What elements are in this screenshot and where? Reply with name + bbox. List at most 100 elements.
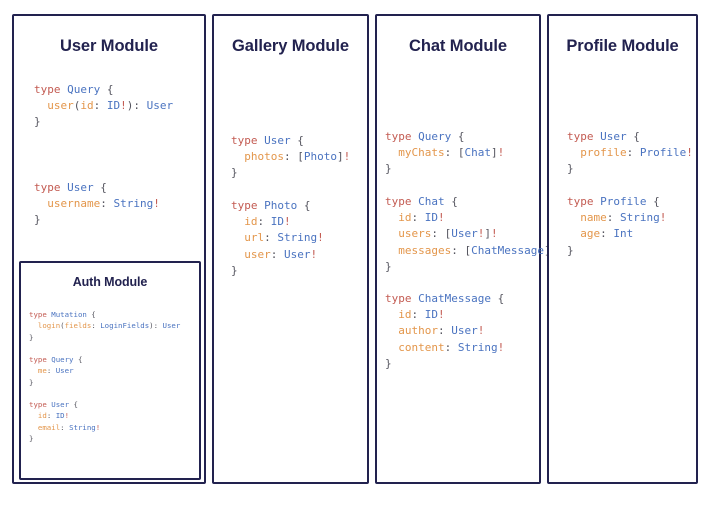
code-token: user	[47, 99, 74, 113]
code-token: User	[67, 181, 94, 194]
code-token	[385, 227, 398, 240]
code-token: :	[444, 340, 458, 354]
code-token: {	[297, 199, 311, 212]
code-token	[29, 321, 38, 330]
code-token: :	[46, 366, 56, 376]
code-token: User	[51, 400, 70, 409]
code-token: myChats	[398, 146, 445, 160]
code-token: ChatMessage	[471, 243, 544, 257]
module-card-profile[interactable]: Profile Module type User { profile: Prof…	[547, 14, 698, 484]
code-line: login(fields: LoginFields): User	[29, 320, 180, 331]
code-token: {	[73, 355, 83, 364]
code-token: {	[86, 310, 96, 319]
module-card-auth[interactable]: Auth Module type Mutation { login(fields…	[19, 261, 201, 480]
module-card-chat[interactable]: Chat Module type Query { myChats: [Chat]…	[375, 14, 557, 484]
code-token: messages	[398, 243, 452, 257]
code-token: :	[600, 227, 614, 241]
code-token: type	[385, 195, 419, 208]
code-token: ID	[106, 99, 121, 113]
code-token: String	[113, 197, 154, 211]
code-token: !	[477, 227, 485, 241]
code-token: type	[567, 195, 601, 208]
code-token: url	[244, 231, 265, 245]
code-token: !	[686, 146, 693, 160]
code-token	[385, 244, 398, 257]
code-token: !	[477, 324, 485, 338]
code-token: {	[490, 292, 505, 305]
code-token	[29, 411, 38, 420]
code-line: }	[567, 243, 666, 259]
code-token: Photo	[303, 150, 337, 164]
code-token: ]	[490, 146, 498, 160]
code-token: {	[290, 134, 304, 147]
code-token: !	[153, 197, 160, 211]
code-line: }	[29, 377, 82, 388]
code-token: ]	[484, 227, 491, 241]
module-card-gallery[interactable]: Gallery Module type User { photos: [Phot…	[212, 14, 369, 484]
code-token: fields	[64, 321, 92, 331]
code-token: email	[37, 422, 61, 432]
code-line: content: String!	[385, 340, 504, 356]
code-token: {	[626, 130, 640, 143]
code-token: ):	[126, 99, 147, 113]
code-token	[231, 150, 244, 163]
code-token: :	[91, 321, 101, 331]
code-token	[567, 211, 580, 224]
code-line: id: ID!	[385, 307, 504, 323]
code-token: ChatMessage	[418, 292, 491, 305]
code-token: Query	[51, 355, 74, 364]
code-line: }	[34, 114, 173, 130]
code-line: url: String!	[231, 230, 324, 246]
module-card-user[interactable]: User Module type Query { user(id: ID!): …	[12, 14, 206, 484]
code-token: (	[60, 321, 65, 331]
code-token: !	[497, 146, 505, 160]
code-token: }	[567, 243, 574, 257]
code-token: String	[457, 340, 498, 354]
code-line: }	[231, 263, 324, 279]
code-line: myChats: [Chat]!	[385, 145, 504, 161]
code-token: Query	[418, 130, 452, 143]
module-title-gallery: Gallery Module	[232, 37, 349, 55]
code-token	[29, 366, 38, 375]
code-line: }	[29, 332, 180, 343]
code-token: !	[95, 422, 101, 432]
code-token: }	[385, 356, 392, 370]
code-token: !	[438, 308, 445, 322]
code-line: email: String!	[29, 422, 100, 433]
module-title-profile: Profile Module	[566, 37, 679, 55]
code-line: type Mutation {	[29, 309, 180, 320]
code-token: ):	[149, 321, 163, 331]
code-token: ]	[337, 150, 344, 164]
code-token: ID	[424, 308, 438, 322]
code-line: user: User!	[231, 247, 324, 263]
code-line: id: ID!	[29, 410, 100, 421]
code-token: Profile	[600, 195, 647, 208]
code-block-auth-mutation: type Mutation { login(fields: LoginField…	[29, 309, 180, 343]
code-token	[385, 146, 398, 159]
code-token: Int	[613, 227, 634, 241]
code-token: name	[580, 211, 607, 225]
code-token: :	[626, 146, 640, 160]
code-line: profile: Profile!	[567, 145, 693, 161]
code-line: type User {	[29, 399, 100, 410]
code-token	[385, 308, 398, 321]
code-line: }	[34, 212, 160, 228]
code-token: User	[162, 321, 181, 331]
code-token	[29, 423, 38, 432]
code-token: {	[646, 195, 660, 208]
code-line: me: User	[29, 365, 82, 376]
code-token: Mutation	[51, 310, 87, 319]
code-token: !	[284, 215, 291, 229]
code-token: id	[37, 411, 47, 421]
code-token: Chat	[418, 195, 445, 208]
module-title-auth: Auth Module	[72, 275, 148, 289]
code-block-user-type: type User { username: String!}	[34, 180, 160, 229]
code-line: }	[385, 356, 504, 372]
code-token: type	[567, 130, 601, 143]
code-token: :	[264, 231, 278, 245]
code-token: :	[93, 99, 107, 113]
code-token: LoginFields	[100, 321, 150, 331]
code-token: :	[100, 197, 114, 211]
code-line: name: String!	[567, 210, 666, 226]
